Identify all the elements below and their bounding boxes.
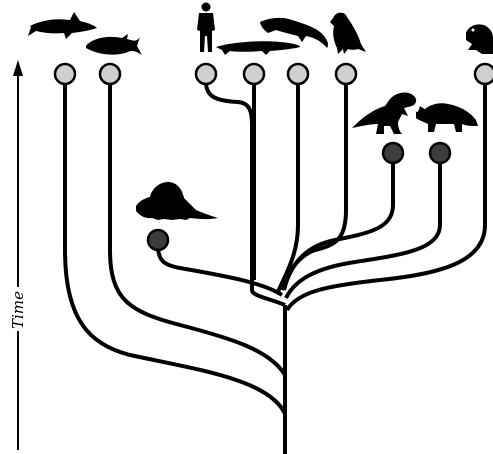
node-crocodile: [288, 64, 308, 84]
nodes: [55, 64, 493, 250]
node-bird: [336, 64, 356, 84]
node-tyrannosaurus: [383, 143, 403, 163]
time-axis-label: Time: [9, 291, 27, 329]
time-axis-arrowhead: [13, 60, 23, 76]
bird-icon: [330, 13, 366, 54]
dimetrodon-icon: [136, 182, 218, 220]
frog-icon: [466, 24, 493, 54]
silhouettes: [28, 3, 493, 221]
node-dimetrodon: [148, 230, 168, 250]
branch-crocodile: [278, 82, 298, 292]
node-human: [196, 64, 216, 84]
node-lizard: [244, 64, 264, 84]
node-frog: [475, 64, 493, 84]
tuna-fish-icon: [86, 34, 142, 55]
shark-icon: [28, 12, 97, 39]
branches: [65, 82, 485, 454]
human-icon: [197, 3, 215, 53]
node-triceratops: [430, 143, 450, 163]
branch-human: [206, 82, 285, 305]
node-shark: [55, 64, 75, 84]
tyrannosaurus-icon: [352, 92, 416, 134]
branch-dimetrodon: [158, 245, 282, 295]
branch-tyrannosaurus: [284, 155, 393, 290]
time-axis: Time: [8, 60, 28, 450]
node-tuna: [100, 64, 120, 84]
lizard-icon: [216, 41, 300, 55]
triceratops-icon: [416, 103, 478, 132]
branch-tuna: [110, 82, 285, 375]
